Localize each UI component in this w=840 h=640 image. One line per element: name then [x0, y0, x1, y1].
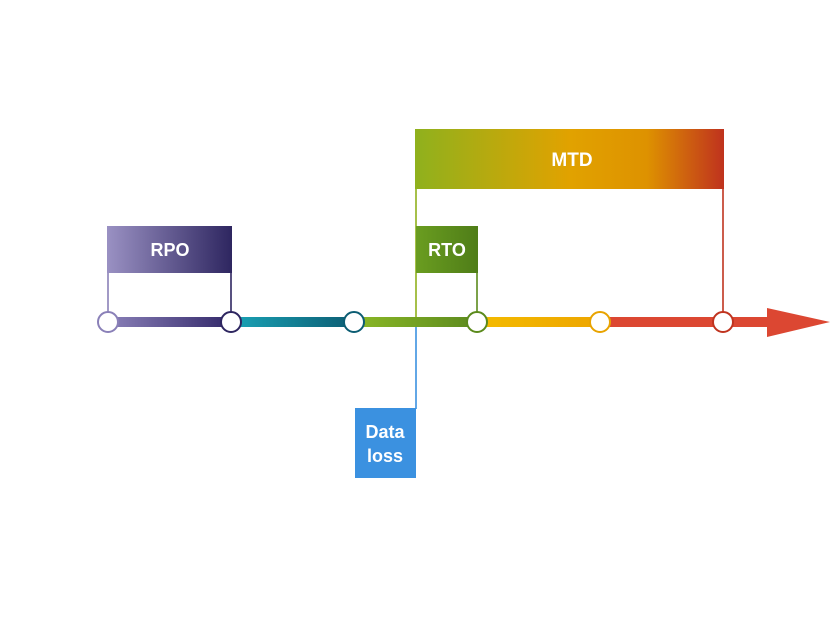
- timeline-segment-green: [354, 317, 477, 327]
- timeline-arrow-head: [767, 308, 830, 337]
- mtd-label: MTD: [551, 150, 592, 171]
- timeline-node-2: [220, 311, 242, 333]
- data-loss-label-line1: Data: [365, 422, 405, 442]
- timeline-segment-red: [600, 317, 772, 327]
- rto-group: RTO: [416, 226, 478, 312]
- data-loss-label-line2: loss: [367, 446, 403, 466]
- timeline-segment-rpo: [108, 317, 231, 327]
- timeline-node-1: [97, 311, 119, 333]
- data-loss-group: Data loss: [355, 408, 416, 478]
- data-loss-box: [355, 408, 416, 478]
- timeline-node-3: [343, 311, 365, 333]
- rpo-label: RPO: [150, 240, 189, 260]
- timeline-node-5: [589, 311, 611, 333]
- timeline-segment-teal: [231, 317, 354, 327]
- rpo-group: RPO: [107, 226, 232, 312]
- mtd-group: MTD: [415, 129, 724, 312]
- timeline: [97, 308, 830, 337]
- rpo-box: [107, 226, 232, 273]
- timeline-segment-orange: [477, 317, 600, 327]
- timeline-node-4: [466, 311, 488, 333]
- mtd-box: [415, 129, 724, 189]
- timeline-node-6: [712, 311, 734, 333]
- rto-label: RTO: [428, 240, 466, 260]
- rto-box: [416, 226, 478, 273]
